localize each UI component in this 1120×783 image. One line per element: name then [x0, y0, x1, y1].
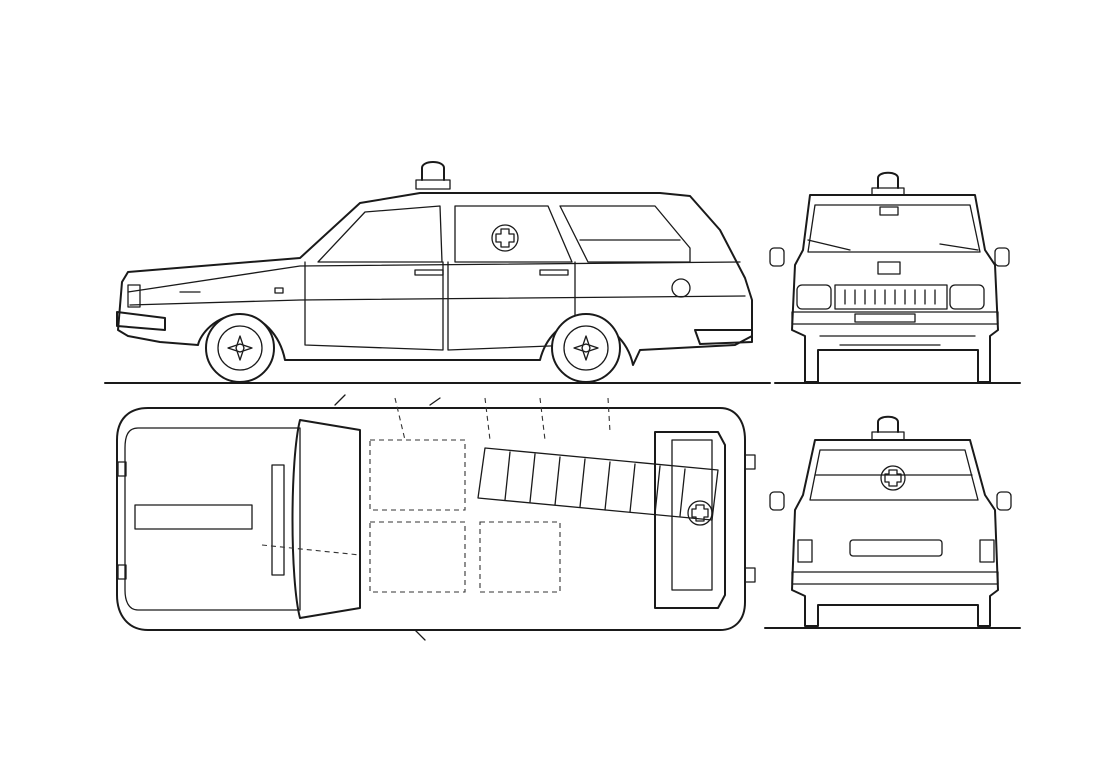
top-front-wheel-left: [117, 461, 127, 477]
front-beacon-icon: [871, 171, 905, 196]
front-grille-bars: [844, 289, 936, 305]
top-dimension-line-5: [261, 544, 361, 556]
top-front-seat-left: [369, 439, 466, 511]
top-dimension-line-2: [484, 397, 491, 441]
front-mirror: [879, 206, 899, 216]
front-door: [304, 261, 444, 351]
rear-door-handle: [539, 269, 569, 276]
top-windshield: [291, 419, 361, 619]
side-beltline: [127, 261, 741, 293]
rear-beacon-icon: [871, 415, 905, 441]
rear-view: [764, 415, 1021, 629]
side-marker: [274, 287, 284, 294]
top-hood: [124, 427, 301, 611]
front-headlamp-left: [796, 284, 832, 310]
front-wipers: [807, 239, 979, 251]
rear-red-cross-icon: [880, 465, 906, 491]
rear-side-mirror-left: [769, 491, 785, 511]
top-stretcher: [477, 447, 719, 521]
top-dimension-line-3: [539, 397, 546, 441]
rear-door-window: [454, 205, 573, 263]
front-door-handle: [414, 269, 444, 276]
top-body-outline: [116, 407, 746, 631]
front-headlamp-right: [949, 284, 985, 310]
side-red-cross-icon: [491, 224, 519, 252]
rear-bumper: [791, 571, 999, 585]
side-rear-wheel: [551, 313, 621, 383]
rear-plate: [849, 539, 943, 557]
front-grille: [834, 284, 948, 310]
top-dimension-lines: [394, 397, 406, 441]
rear-window: [809, 449, 979, 501]
top-rear-wheel-right: [744, 567, 756, 583]
top-red-cross-icon: [687, 500, 713, 526]
side-beacon-icon: [415, 161, 451, 190]
top-rear-seat: [479, 521, 561, 593]
top-front-seat-right: [369, 521, 466, 593]
front-bumper: [791, 311, 999, 325]
top-mirrors: [334, 394, 441, 641]
rear-side-mirror-right: [996, 491, 1012, 511]
side-rear-bumper: [694, 329, 753, 345]
fuel-cap: [671, 278, 691, 298]
top-hood-panel: [134, 504, 253, 530]
rear-quarter-window: [559, 205, 691, 263]
top-rear-wheel-left: [744, 454, 756, 470]
side-crease: [129, 295, 746, 306]
rear-lamp-left: [797, 539, 813, 563]
front-door-window: [317, 205, 443, 263]
rear-door: [447, 261, 576, 351]
rear-body-outline: [791, 439, 999, 627]
front-windshield: [807, 204, 981, 253]
front-plate: [854, 313, 916, 323]
top-dimension-line-4: [607, 397, 611, 433]
front-view: [769, 171, 1021, 384]
top-view: [116, 394, 756, 641]
front-underbody: [819, 335, 976, 346]
front-plate-holder: [877, 261, 901, 275]
side-front-bumper: [116, 311, 166, 331]
front-body-outline: [791, 194, 999, 383]
side-body-outline: [117, 192, 753, 366]
top-rear-hatch: [654, 431, 726, 609]
side-view: [104, 161, 771, 384]
rear-lamp-right: [979, 539, 995, 563]
top-front-wheel-right: [117, 564, 127, 580]
front-side-mirror-right: [994, 247, 1010, 267]
top-cowl-vent: [271, 464, 285, 576]
front-side-mirror-left: [769, 247, 785, 267]
side-front-wheel: [205, 313, 275, 383]
side-headlamp: [127, 284, 141, 308]
